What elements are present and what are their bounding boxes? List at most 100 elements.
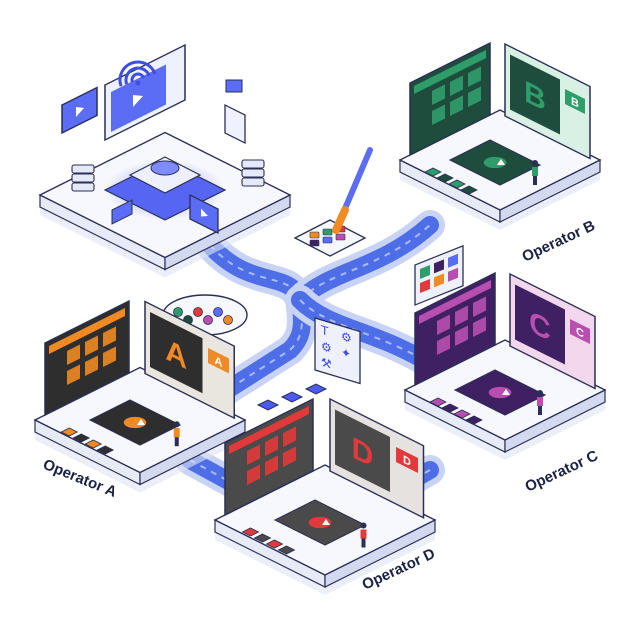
side-badge [208, 348, 229, 374]
hub-shadow [40, 201, 290, 278]
content-tile [283, 446, 296, 467]
server-icon [241, 168, 265, 178]
person-shirt [360, 529, 367, 539]
play-icon [76, 107, 84, 117]
layout-block [448, 253, 458, 268]
layout-mockup-card [414, 244, 464, 306]
control-button [241, 527, 260, 537]
screen-header [419, 280, 491, 324]
play-icon [502, 389, 510, 395]
laptop-icon [111, 199, 133, 225]
color-chip [322, 228, 333, 236]
action-button-icon [256, 399, 280, 411]
control-button [453, 409, 471, 419]
server-icon [241, 159, 265, 169]
content-tile [468, 86, 481, 107]
content-tile [468, 66, 481, 87]
control-button [265, 539, 284, 549]
layout-block [448, 267, 458, 282]
action-button-icon [280, 391, 304, 403]
hub-tablet [224, 104, 246, 144]
paint-swatch [223, 315, 233, 325]
operator-a-left-screen [44, 299, 130, 417]
side-badge-letter: C [576, 325, 584, 341]
operator-c-label: Operator C [523, 447, 601, 496]
paint-swatch [213, 307, 223, 317]
content-tile [450, 75, 463, 96]
action-button-icon [304, 383, 328, 395]
tablet-frame [224, 104, 246, 144]
person-shirt [537, 397, 543, 406]
content-tile [450, 95, 463, 116]
content-tile [67, 344, 80, 365]
wifi-arc [118, 60, 157, 87]
content-tile [473, 316, 486, 337]
content-tile [473, 296, 486, 317]
person-shirt [173, 428, 180, 438]
control-button [436, 173, 454, 183]
operator-letter: A [165, 331, 187, 376]
control-button [60, 427, 79, 437]
server-icon [241, 177, 265, 187]
screen-video-area [515, 284, 565, 365]
content-tile [247, 444, 260, 465]
hub-side-monitor [61, 86, 98, 135]
control-button [429, 397, 447, 407]
content-tile [85, 335, 98, 356]
control-button [460, 185, 478, 195]
screen-video-area [150, 312, 203, 394]
play-icon [201, 208, 208, 217]
control-button [441, 403, 459, 413]
play-icon [497, 159, 505, 165]
layout-block [434, 273, 444, 288]
text-icon: T [320, 323, 329, 339]
operator-d-left-screen [224, 397, 314, 517]
panel-frame [314, 317, 361, 385]
control-button [96, 445, 115, 455]
content-tile [432, 84, 445, 105]
control-button [253, 533, 272, 543]
paint-swatch [203, 315, 213, 325]
side-badge-letter: D [403, 453, 411, 469]
content-tile [432, 104, 445, 125]
screen-video-area [335, 409, 390, 492]
content-tile [103, 346, 116, 367]
chat-bubble-icon [225, 79, 243, 93]
server-icon [71, 182, 95, 192]
person-head [537, 390, 543, 396]
side-badge-letter: A [215, 354, 223, 370]
content-tile [247, 464, 260, 485]
content-tile [455, 325, 468, 346]
wifi-icon [118, 60, 157, 87]
brush-tip [332, 206, 349, 234]
central-hub-platform [38, 43, 292, 278]
gear-icon: ⚙ [341, 329, 352, 346]
paint-swatch [173, 307, 183, 317]
operator-b-left-screen [409, 41, 491, 157]
screen-frame [409, 41, 491, 157]
layout-block [420, 278, 430, 293]
control-button [84, 439, 103, 449]
content-tile [67, 364, 80, 385]
content-tile [283, 426, 296, 447]
operator-b-label: Operator B [520, 217, 598, 266]
pipeline-data-flow [179, 244, 303, 421]
side-badge-letter: B [571, 95, 579, 111]
hub-core-button [150, 160, 180, 176]
color-chip [335, 233, 346, 241]
globe-icon: ⚙ [321, 339, 332, 356]
screen-frame [224, 397, 314, 517]
paint-swatch [193, 307, 203, 317]
content-tile [103, 326, 116, 347]
play-icon [137, 419, 145, 425]
side-badge [570, 319, 590, 344]
play-icon [322, 519, 330, 525]
person-shirt [532, 167, 538, 176]
wifi-dot [135, 80, 141, 86]
